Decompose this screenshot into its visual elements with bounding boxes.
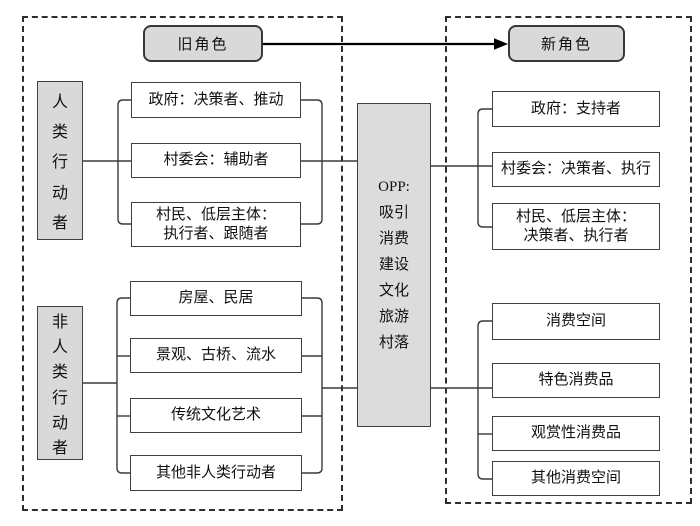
opp-line: 文化 [378,283,409,299]
old-roles-region [22,16,343,511]
node-special-goods: 特色消费品 [492,363,660,398]
new-role-label: 新角色 [540,37,592,53]
opp-line: 村落 [378,335,409,351]
new-role-header: 新角色 [508,25,625,62]
node-other-nonhuman: 其他非人类行动者 [130,455,302,491]
node-committee-new: 村委会：决策者、执行 [492,152,660,187]
node-government-old: 政府：决策者、推动 [131,82,301,118]
transition-arrow [263,38,508,50]
opp-line: OPP: [378,179,410,195]
node-government-new: 政府：支持者 [492,91,660,127]
old-role-header: 旧角色 [143,25,263,62]
node-ornamental-goods: 观赏性消费品 [492,416,660,451]
opp-line: 吸引 [378,205,409,221]
node-villagers-new: 村民、低层主体： 决策者、执行者 [492,203,660,250]
new-roles-region [445,16,692,504]
human-actors-label: 人类行动者 [37,81,83,240]
node-other-consumption-space: 其他消费空间 [492,461,660,496]
node-villagers-old: 村民、低层主体： 执行者、跟随者 [131,202,301,247]
node-landscape: 景观、古桥、流水 [130,338,302,373]
opp-line: 消费 [378,231,409,247]
opp-center-node: OPP: 吸引 消费 建设 文化 旅游 村落 [357,103,431,427]
node-traditional-art: 传统文化艺术 [130,398,302,433]
node-houses: 房屋、民居 [130,281,302,316]
opp-line: 建设 [378,257,409,273]
opp-line: 旅游 [378,309,409,325]
nonhuman-actors-label: 非人类行动者 [37,306,83,460]
node-committee-old: 村委会：辅助者 [131,143,301,178]
old-role-label: 旧角色 [177,37,229,53]
node-consumption-space: 消费空间 [492,303,660,340]
